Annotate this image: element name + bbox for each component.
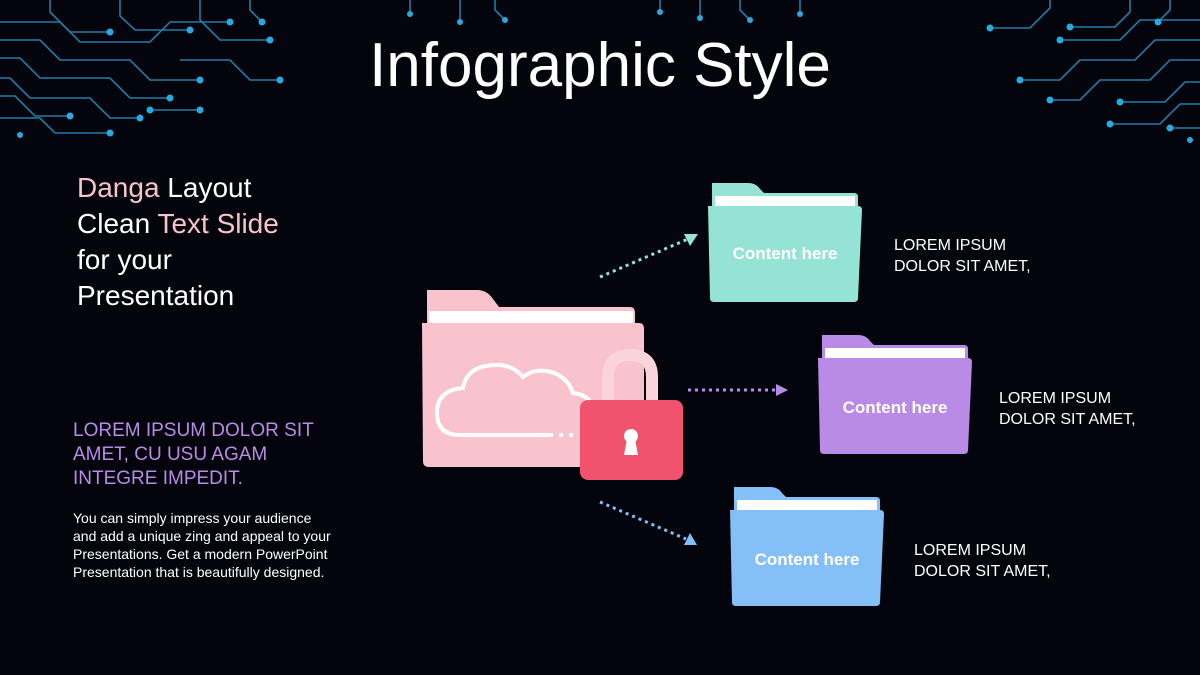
padlock-icon [580,348,683,480]
cloud-folder-icon [422,290,683,480]
description-line-2: DOLOR SIT AMET, [999,411,1136,428]
folder-label: Content here [754,550,860,569]
folder-label: Content here [842,398,948,417]
headline: Danga Layout Clean Text Slide for your P… [77,170,377,314]
description-line-2: DOLOR SIT AMET, [914,563,1051,580]
folder-icon [708,183,862,302]
body-text: You can simply impress your audience and… [73,510,331,580]
folder-description-bottom: LOREM IPSUM DOLOR SIT AMET, [914,540,1114,582]
arrowhead-middle [776,384,788,396]
content-folder-middle: Content here [818,332,972,456]
headline-word-danga: Danga [77,172,160,203]
headline-line-for-your: for your [77,244,172,275]
folder-description-middle: LOREM IPSUM DOLOR SIT AMET, [999,388,1199,430]
arrowhead-top [684,234,698,246]
content-folder-top: Content here [708,180,862,304]
description-line-1: LOREM IPSUM [999,390,1112,407]
folder-icon [730,487,884,606]
headline-line-presentation: Presentation [77,280,235,311]
headline-word-clean: Clean [77,208,158,239]
description-line-2: DOLOR SIT AMET, [894,258,1031,275]
content-folder-bottom: Content here [730,484,884,608]
arrow-bottom [599,500,687,541]
circuit-decoration-right [986,0,1200,143]
headline-word-layout: Layout [159,172,252,203]
slide-title: Infographic Style [369,31,831,100]
subheading: LOREM IPSUM DOLOR SIT AMET, CU USU AGAM … [73,420,314,489]
folder-description-top: LOREM IPSUM DOLOR SIT AMET, [894,235,1094,277]
folder-icon [818,335,972,454]
description-line-1: LOREM IPSUM [914,542,1027,559]
headline-word-text-slide: Text Slide [157,208,279,239]
folder-label: Content here [732,244,838,263]
arrow-top [599,237,689,279]
arrowhead-bottom [684,533,697,545]
circuit-decoration-left [0,0,284,138]
description-line-1: LOREM IPSUM [894,237,1007,254]
circuit-decoration-top [407,0,803,25]
